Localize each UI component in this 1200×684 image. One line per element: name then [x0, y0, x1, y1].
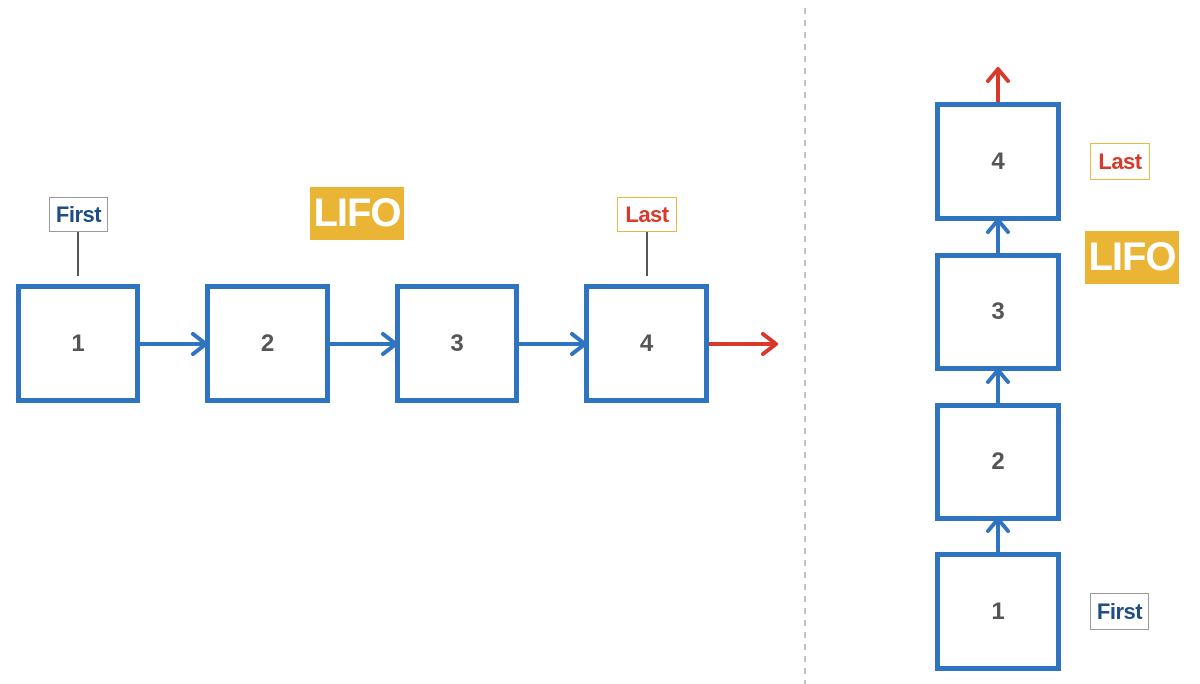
- h-node-1: 1: [16, 284, 140, 403]
- v-lifo-badge-label: LIFO: [1088, 235, 1176, 279]
- h-node-2-label: 2: [260, 329, 275, 357]
- v-node-2-label: 2: [991, 448, 1005, 475]
- arrow-2-to-3: [328, 332, 398, 356]
- v-node-4: 4: [935, 102, 1061, 221]
- h-node-3-label: 3: [450, 329, 464, 357]
- h-node-2: 2: [205, 284, 330, 403]
- v-node-3-label: 3: [991, 298, 1005, 325]
- h-node-3: 3: [395, 284, 519, 403]
- h-node-4: 4: [584, 284, 709, 403]
- v-lifo-badge: LIFO: [1085, 231, 1179, 284]
- v-node-1: 1: [935, 552, 1061, 671]
- arrow-v-2-to-3: [986, 368, 1010, 407]
- h-node-1-label: 1: [71, 329, 85, 357]
- h-lifo-badge-label: LIFO: [313, 191, 401, 235]
- h-first-tag-label: First: [55, 201, 102, 227]
- exit-arrow-horizontal: [707, 332, 778, 356]
- v-node-2: 2: [935, 403, 1061, 521]
- v-node-1-label: 1: [991, 597, 1005, 625]
- arrow-3-to-4: [517, 332, 587, 356]
- exit-arrow-vertical: [986, 67, 1010, 106]
- h-node-4-label: 4: [639, 329, 654, 357]
- h-last-tag-label: Last: [625, 201, 669, 227]
- arrow-1-to-2: [138, 332, 208, 356]
- h-first-tag: First: [49, 197, 108, 232]
- arrow-v-3-to-4: [986, 218, 1010, 257]
- v-last-tag-label: Last: [1098, 148, 1142, 174]
- v-node-3: 3: [935, 253, 1061, 371]
- arrow-v-1-to-2: [986, 517, 1010, 556]
- h-lifo-badge: LIFO: [310, 187, 404, 240]
- v-node-4-label: 4: [991, 147, 1005, 175]
- v-first-tag-label: First: [1096, 598, 1143, 624]
- v-last-tag: Last: [1090, 143, 1150, 180]
- h-last-tag: Last: [617, 197, 677, 232]
- v-first-tag: First: [1090, 593, 1149, 630]
